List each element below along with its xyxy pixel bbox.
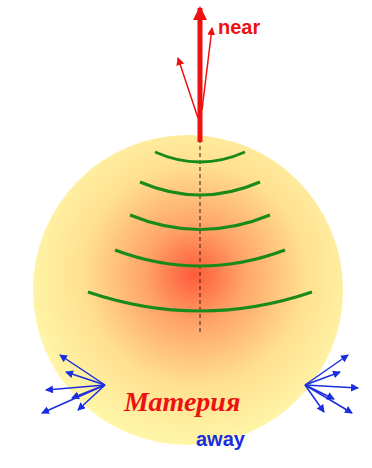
away-label: away — [196, 428, 245, 451]
near-label: near — [218, 16, 260, 39]
wavefronts — [88, 152, 312, 311]
matter-label: Материя — [124, 386, 240, 418]
near-arrows — [178, 8, 212, 142]
matter-sphere — [33, 135, 343, 445]
